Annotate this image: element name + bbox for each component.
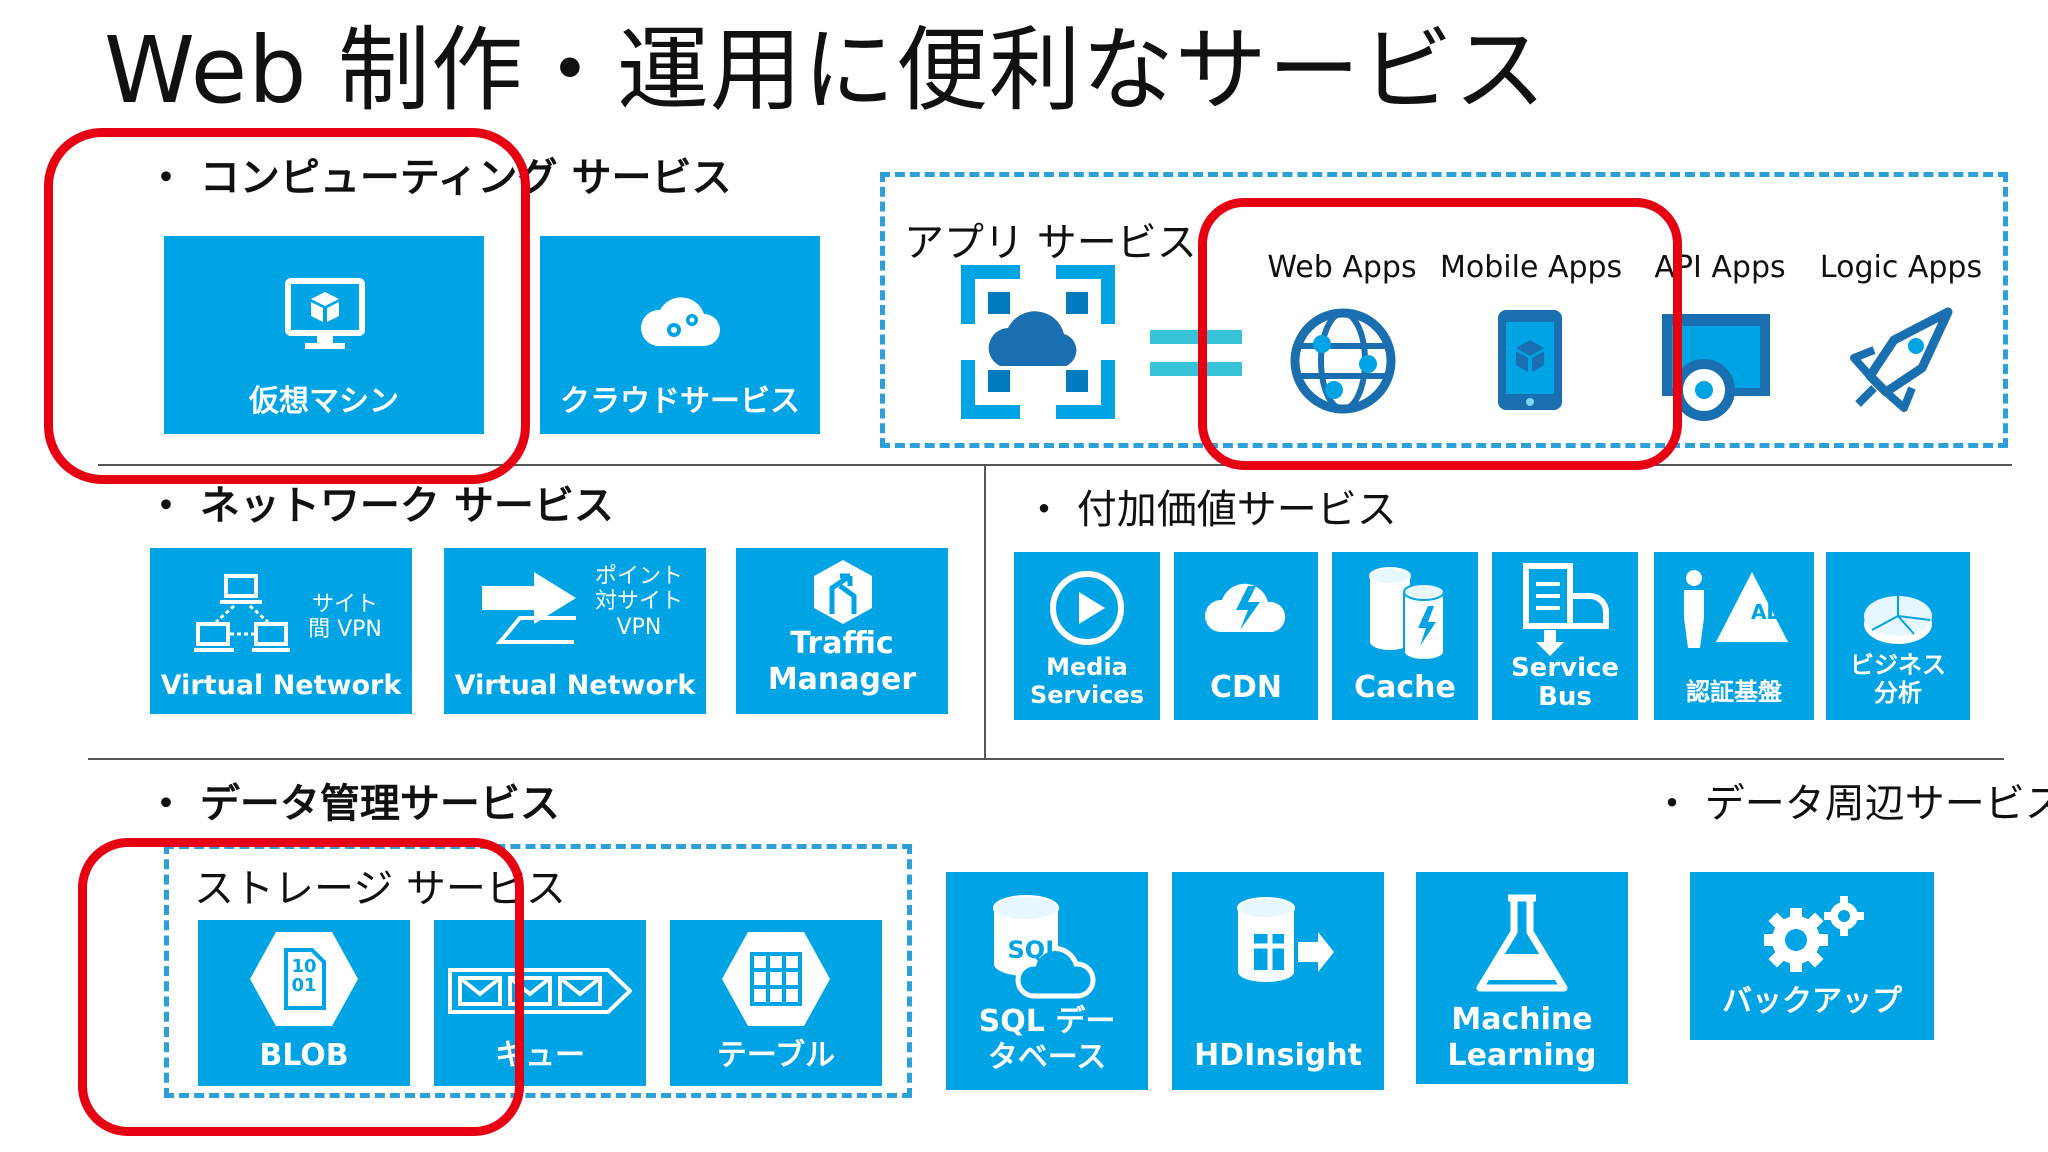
tile-virtual-network-site[interactable]: サイト 間 VPN Virtual Network (150, 548, 412, 714)
section-data-peripheral: ・ データ周辺サービス (1652, 781, 2048, 827)
sql-badge: SQL (1007, 936, 1061, 964)
tile-label: テーブル (716, 1038, 836, 1073)
tile-label: HDInsight (1194, 1038, 1362, 1073)
play-icon (1050, 571, 1124, 645)
vnet-point-sidetext: ポイント 対サイト VPN (594, 564, 683, 640)
monitor-icon (285, 278, 365, 349)
storage-service-box (164, 844, 912, 1098)
app-service-box (880, 172, 2008, 448)
tile-label: Virtual Network (160, 670, 402, 701)
divider-vertical (984, 464, 986, 758)
api-window-icon (1662, 314, 1770, 421)
tile-sql-database[interactable]: SQL SQL デー タベース (946, 872, 1148, 1090)
tile-label: Media Services (1029, 653, 1145, 709)
tile-virtual-machine[interactable]: 仮想マシン (164, 236, 484, 434)
tile-label: Cache (1354, 670, 1456, 705)
tile-label: キュー (495, 1038, 585, 1073)
network-computers-icon (194, 574, 290, 652)
ad-badge: AD (1750, 600, 1784, 624)
gears-icon (1764, 896, 1864, 972)
tile-virtual-network-point[interactable]: ポイント 対サイト VPN Virtual Network (444, 548, 706, 714)
app-label-web: Web Apps (1267, 250, 1417, 285)
tile-authentication[interactable]: AD 認証基盤 (1654, 552, 1814, 720)
service-bus-icon (1523, 563, 1609, 656)
active-directory-icon (1684, 570, 1788, 648)
equals-bar-bottom (1150, 362, 1242, 376)
section-network: ・ ネットワーク サービス (146, 483, 614, 529)
tile-label: 仮想マシン (249, 384, 399, 419)
app-label-logic: Logic Apps (1819, 250, 1983, 285)
divider-top (98, 464, 2012, 466)
divider-bottom (88, 758, 2004, 760)
highlight-compute-vm (44, 128, 530, 484)
tile-label: BLOB (259, 1038, 349, 1073)
tile-blob[interactable]: 10 01 BLOB (198, 920, 410, 1086)
section-addon: ・ 付加価値サービス (1024, 487, 1397, 533)
highlight-blob (78, 838, 524, 1136)
blob-bits: 10 01 (291, 956, 317, 996)
tile-machine-learning[interactable]: Machine Learning (1416, 872, 1628, 1084)
tile-label: Service Bus (1510, 653, 1620, 713)
traffic-hexagon-icon (814, 560, 872, 624)
rocket-icon (1850, 307, 1953, 412)
cdn-cloud-icon (1204, 583, 1286, 632)
tile-service-bus[interactable]: Service Bus (1492, 552, 1638, 720)
tile-business-analytics[interactable]: ビジネス 分析 (1826, 552, 1970, 720)
highlight-web-mobile-apps (1198, 198, 1682, 470)
equals-bar-top (1150, 330, 1242, 344)
hdinsight-icon (1237, 897, 1334, 982)
page-title: Web 制作・運用に便利なサービス (104, 17, 1547, 124)
tile-cache[interactable]: Cache (1332, 552, 1478, 720)
tile-label: Traffic Manager (767, 626, 917, 697)
app-label-mobile: Mobile Apps (1440, 250, 1623, 285)
tile-label: クラウドサービス (560, 384, 800, 419)
tile-cdn[interactable]: CDN (1174, 552, 1318, 720)
tile-cloud-service[interactable]: クラウドサービス (540, 236, 820, 434)
table-hexagon-icon (722, 932, 830, 1026)
app-service-label: アプリ サービス (904, 220, 1197, 266)
flask-icon (1476, 894, 1568, 992)
app-service-icon (961, 265, 1115, 419)
tile-traffic-manager[interactable]: Traffic Manager (736, 548, 948, 714)
tile-label: ビジネス 分析 (1850, 651, 1946, 707)
pie-chart-icon (1864, 596, 1932, 644)
mobile-phone-icon (1498, 310, 1562, 410)
tile-label: 認証基盤 (1686, 678, 1782, 706)
tile-label: バックアップ (1722, 984, 1902, 1019)
vpn-arrows-icon (482, 572, 576, 644)
tile-table[interactable]: テーブル (670, 920, 882, 1086)
section-data: ・ データ管理サービス (146, 781, 560, 827)
tile-hdinsight[interactable]: HDInsight (1172, 872, 1384, 1090)
tile-label: Machine Learning (1447, 1002, 1597, 1073)
tile-backup[interactable]: バックアップ (1690, 872, 1934, 1040)
tile-queue[interactable]: キュー (434, 920, 646, 1086)
blob-hexagon-icon (250, 932, 358, 1026)
cache-cylinder-icon (1369, 567, 1445, 661)
tile-label: SQL デー タベース (978, 1004, 1116, 1075)
queue-envelopes-icon (448, 968, 632, 1014)
section-compute: ・ コンピューティング サービス (146, 155, 732, 201)
tile-label: Virtual Network (454, 670, 696, 701)
tile-label: CDN (1209, 670, 1283, 705)
sql-database-icon (993, 895, 1096, 999)
tile-media-services[interactable]: Media Services (1014, 552, 1160, 720)
cloud-gear-icon (640, 297, 720, 346)
vnet-site-sidetext: サイト 間 VPN (308, 592, 382, 643)
globe-icon (1290, 308, 1396, 414)
